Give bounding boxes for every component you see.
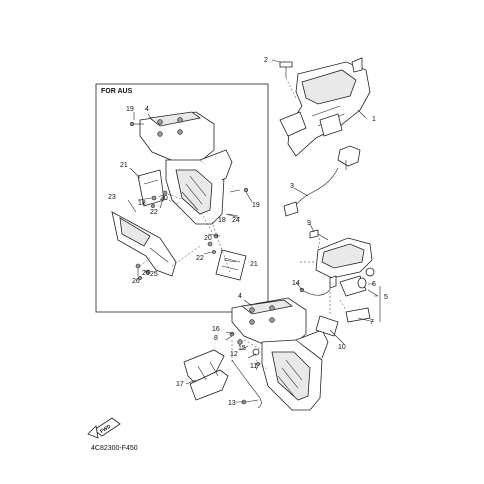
lamp-6 [339, 267, 375, 297]
inset-screw-19-top [129, 121, 144, 127]
screw-13 [241, 399, 259, 405]
callout-9: 9 [307, 220, 311, 227]
bolt-9 [309, 229, 329, 241]
callout-26-a: 26 [142, 270, 150, 277]
callout-5: 5 [384, 294, 388, 301]
callout-20-a: 20 [160, 195, 168, 202]
callout-15: 15 [238, 345, 246, 352]
wire-harness-3 [283, 145, 361, 217]
callout-4-main: 4 [238, 293, 242, 300]
rear-fender-1 [279, 57, 371, 157]
inset-bracket-21 [137, 169, 165, 207]
callout-3: 3 [290, 183, 294, 190]
callout-23: 23 [108, 194, 116, 201]
callout-2: 2 [264, 57, 268, 64]
callout-20-b: 20 [204, 235, 212, 242]
callout-16: 16 [212, 326, 220, 333]
callout-12: 12 [230, 351, 238, 358]
callout-22-b: 22 [196, 255, 204, 262]
lens-7 [345, 307, 371, 323]
callout-11: 11 [250, 363, 257, 370]
inset-flap-23 [111, 211, 177, 277]
callout-25: 25 [150, 271, 158, 278]
fwd-arrow-icon: FWD [87, 417, 121, 439]
callout-19-b: 19 [252, 202, 260, 209]
callout-21-a: 21 [120, 162, 128, 169]
callout-14: 14 [292, 280, 300, 287]
callout-10: 10 [338, 344, 346, 351]
reflector-10 [315, 315, 339, 337]
fasteners-main [229, 331, 260, 366]
stay-12 [231, 359, 262, 409]
fwd-label: FWD [99, 423, 112, 434]
callout-22-a: 22 [150, 209, 158, 216]
callout-4-inset: 4 [145, 106, 149, 113]
callout-19-a: 19 [126, 106, 134, 113]
callout-24: 24 [232, 217, 240, 224]
callout-6: 6 [372, 281, 376, 288]
tail-light [315, 237, 373, 289]
callout-1: 1 [372, 116, 376, 123]
callout-13: 13 [228, 400, 236, 407]
callout-18-b: 18 [218, 217, 226, 224]
callout-26-b: 26 [132, 278, 140, 285]
plate-bracket-main [231, 297, 329, 411]
inset-plate-bracket [139, 111, 233, 225]
inset-title: FOR AUS [101, 88, 133, 95]
callout-8: 8 [214, 335, 218, 342]
inset-reflector-21 [215, 249, 247, 281]
bracket-17 [183, 349, 229, 401]
diagram-code: 4C82300-F450 [91, 445, 138, 452]
cord-14 [299, 287, 331, 296]
callout-7: 7 [370, 319, 374, 326]
callout-18-a: 18 [138, 200, 146, 207]
inset-frame [95, 83, 269, 313]
callout-17: 17 [176, 381, 184, 388]
callout-21-b: 21 [250, 261, 258, 268]
bolt-2 [279, 61, 293, 78]
